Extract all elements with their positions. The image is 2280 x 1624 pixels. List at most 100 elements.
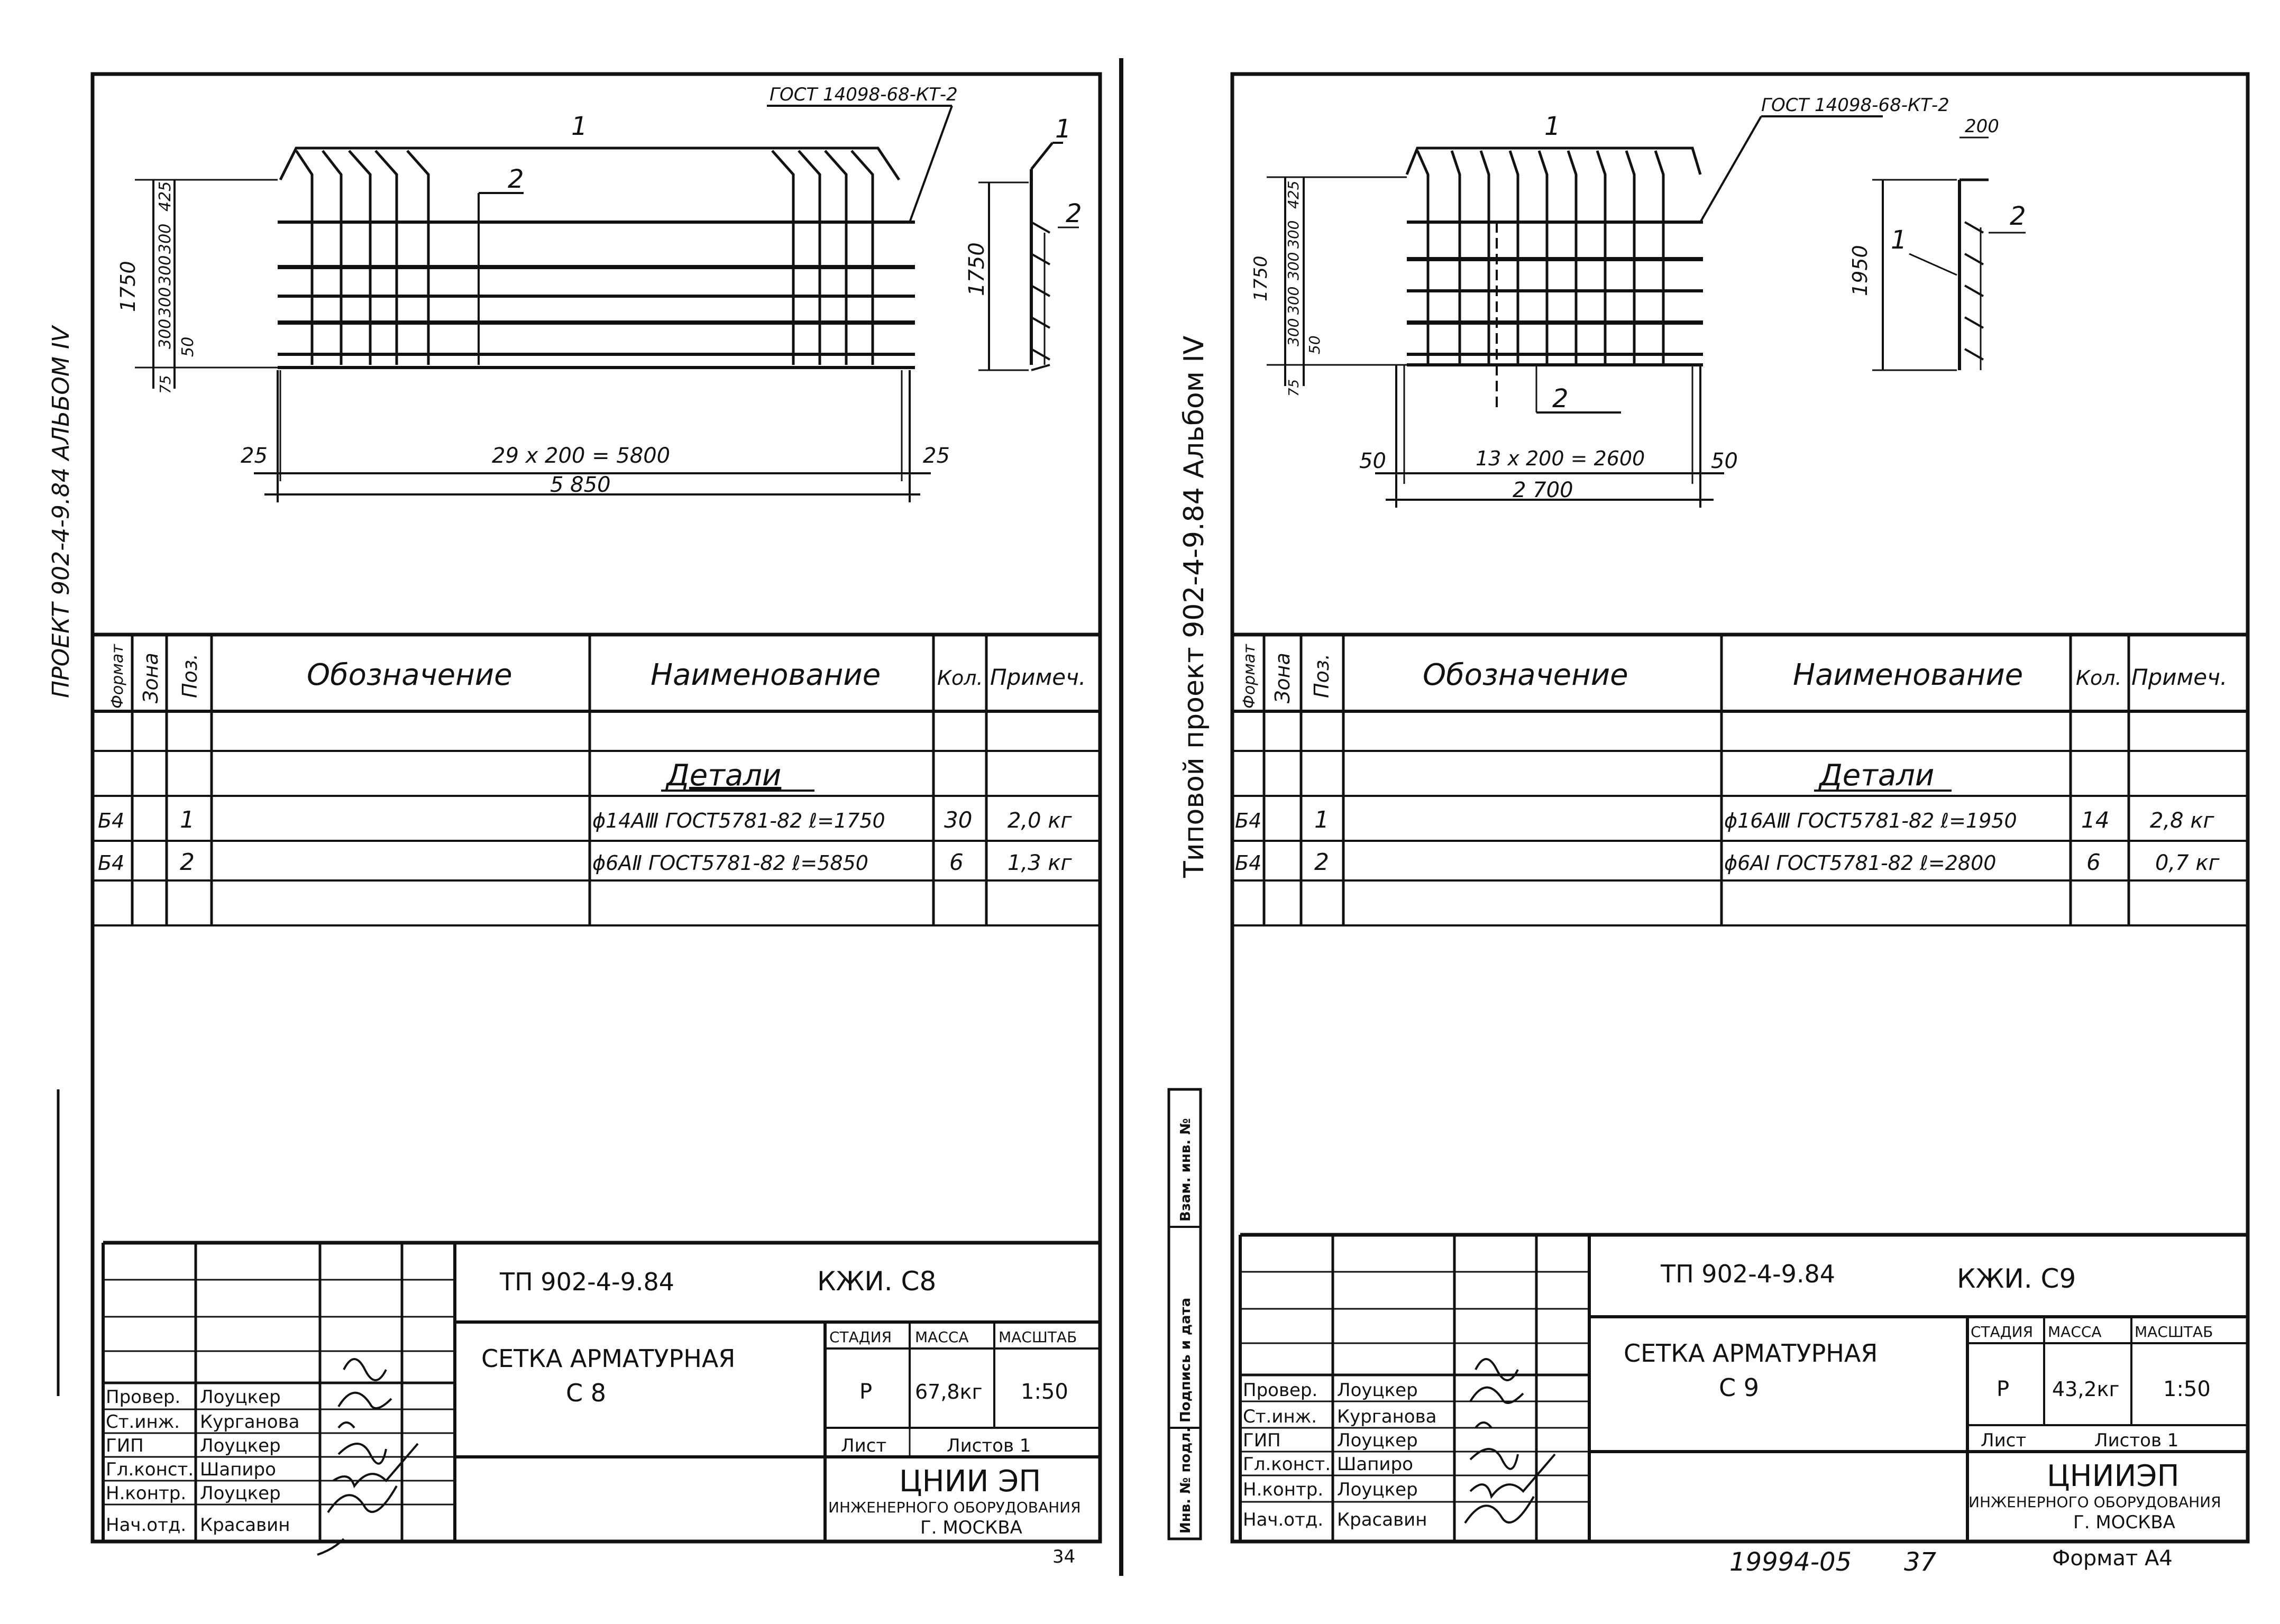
hdr-zone-c9: Зона (1271, 653, 1294, 703)
person-role-1-c9: Провер. (1243, 1380, 1317, 1401)
spacing-1-c9: 300 (1285, 221, 1302, 249)
sheet-number-c8: 34 (1052, 1546, 1075, 1567)
row1-name-c8: ϕ14АⅢ ГОСТ5781-82 ℓ=1750 (592, 809, 885, 832)
spacing-6-c8: 75 (157, 375, 174, 394)
sheets-label-c9: Листов 1 (2094, 1430, 2178, 1451)
stage-label-c9: СТАДИЯ (1971, 1323, 2033, 1341)
spacing-5-c8: 50 (179, 337, 197, 357)
person-role-1-c8: Провер. (106, 1387, 180, 1408)
hdr-qty-c9: Кол. (2076, 666, 2122, 690)
row2-format-c8: Б4 (98, 851, 124, 875)
person-role-5-c8: Н.контр. (106, 1483, 186, 1504)
person-name-6-c9: Красавин (1337, 1509, 1427, 1530)
org-name-c8: ЦНИИ ЭП (899, 1464, 1041, 1499)
span-dim-c9: 13 x 200 = 2600 (1476, 447, 1645, 470)
spacing-dims-c8: 1750 425 300 300 300 300 50 75 (116, 179, 278, 394)
side-1-c9: 1 (1891, 225, 1907, 255)
row2-qty-c9: 6 (2086, 849, 2101, 875)
stage-c9: Р (1997, 1377, 2009, 1401)
person-name-4-c9: Шапиро (1337, 1454, 1413, 1475)
spacing-1-c8: 300 (156, 224, 175, 254)
section-details-c9: Детали (1818, 758, 1934, 793)
row1-pos-c8: 1 (180, 806, 195, 833)
person-name-2-c8: Курганова (200, 1411, 299, 1433)
sheet-label-c9: Лист (1981, 1430, 2026, 1451)
spacing-0-c9: 425 (1285, 181, 1302, 209)
height-total-c8: 1750 (116, 261, 140, 312)
side-height-c9: 1950 (1848, 245, 1872, 296)
signatures-c8 (317, 1358, 419, 1556)
row1-format-c8: Б4 (98, 809, 124, 832)
person-role-3-c9: ГИП (1243, 1430, 1281, 1451)
signatures-c9 (1464, 1358, 1556, 1524)
stage-label-c8: СТАДИЯ (829, 1328, 892, 1346)
doc-code-c8: КЖИ. С8 (817, 1266, 936, 1297)
leader-2-c9: 2 (1552, 384, 1569, 414)
row2-note-c9: 0,7 кг (2155, 851, 2220, 875)
hdr-pos-c8: Поз. (178, 654, 202, 698)
left-offset-c8: 25 (241, 444, 268, 468)
side-2-c9: 2 (2010, 201, 2026, 231)
hdr-designation-c8: Обозначение (307, 658, 512, 692)
person-role-4-c9: Гл.конст. (1243, 1454, 1331, 1475)
org-sub-c9: ИНЖЕНЕРНОГО ОБОРУДОВАНИЯ (1968, 1493, 2221, 1511)
row2-pos-c8: 2 (180, 849, 195, 876)
row2-name-c8: ϕ6АⅡ ГОСТ5781-82 ℓ=5850 (592, 851, 868, 875)
right-offset-c9: 50 (1711, 449, 1738, 473)
hdr-note-c8: Примеч. (990, 664, 1086, 690)
spacing-6-c9: 75 (1286, 379, 1302, 397)
hdr-qty-c8: Кол. (937, 666, 983, 690)
sheet-c9: ГОСТ 14098-68-КТ-2 1 2 1750 425 300 300 … (1230, 72, 2250, 1544)
spacing-4-c9: 300 (1285, 318, 1302, 346)
left-margin-project: ПРОЕКТ 902-4-9.84 АЛЬБОМ IV (48, 325, 75, 698)
doc-code-c9: КЖИ. С9 (1957, 1263, 2076, 1294)
person-role-6-c9: Нач.отд. (1243, 1509, 1323, 1530)
spacing-2-c9: 300 (1285, 252, 1302, 280)
bottom-dims-c8 (254, 370, 931, 502)
leader-1-c9: 1 (1544, 112, 1561, 141)
gost-label-c9: ГОСТ 14098-68-КТ-2 (1761, 95, 1949, 116)
row2-format-c9: Б4 (1235, 851, 1261, 875)
scale-label-c9: МАСШТАБ (2135, 1323, 2213, 1341)
hdr-designation-c9: Обозначение (1423, 658, 1628, 692)
person-role-2-c8: Ст.инж. (106, 1411, 180, 1433)
org-city-c9: Г. МОСКВА (2073, 1512, 2175, 1533)
height-total-c9: 1750 (1250, 255, 1271, 301)
title-block-c9 (1239, 1233, 2248, 1542)
person-role-2-c9: Ст.инж. (1243, 1406, 1317, 1427)
org-name-c9: ЦНИИЭП (2047, 1459, 2180, 1493)
title1-c9: СЕТКА АРМАТУРНАЯ (1624, 1339, 1878, 1368)
person-role-4-c8: Гл.конст. (106, 1459, 194, 1480)
title2-c9: С 9 (1719, 1373, 1759, 1402)
mesh-c8 (278, 105, 953, 369)
org-sub-c8: ИНЖЕНЕРНОГО ОБОРУДОВАНИЯ (828, 1499, 1081, 1516)
title1-c8: СЕТКА АРМАТУРНАЯ (481, 1344, 735, 1373)
spacing-3-c9: 300 (1285, 287, 1302, 315)
hdr-name-c9: Наименование (1793, 658, 2023, 692)
person-role-3-c8: ГИП (106, 1435, 144, 1456)
person-name-1-c9: Лоуцкер (1337, 1380, 1418, 1401)
row1-format-c9: Б4 (1235, 809, 1261, 832)
scale-label-c8: МАСШТАБ (999, 1328, 1077, 1346)
mesh-c9 (1405, 115, 1883, 414)
side-top-c9: 200 (1965, 116, 1999, 137)
row2-note-c8: 1,3 кг (1008, 851, 1072, 875)
spacing-2-c8: 300 (156, 255, 175, 286)
section-details-c8: Детали (665, 758, 781, 793)
hdr-format-c9: Формат (1240, 644, 1259, 709)
person-name-2-c9: Курганова (1337, 1406, 1436, 1427)
inventory-number: 19994-05 (1729, 1547, 1852, 1577)
hdr-pos-c9: Поз. (1310, 654, 1333, 698)
leader-1-c8: 1 (571, 112, 588, 141)
side-height-c8: 1750 (965, 242, 989, 296)
format-label: Формат А4 (2052, 1546, 2173, 1571)
stage-c8: Р (859, 1380, 872, 1404)
spacing-dims-c9: 1750 425 300 300 300 300 50 75 (1250, 176, 1407, 397)
person-name-3-c9: Лоуцкер (1337, 1430, 1418, 1451)
side-section-c8 (978, 142, 1079, 371)
leader-2-c8: 2 (508, 164, 524, 194)
org-city-c8: Г. МОСКВА (920, 1517, 1022, 1538)
spacing-4-c8: 300 (156, 319, 175, 349)
person-name-3-c8: Лоуцкер (200, 1435, 281, 1456)
